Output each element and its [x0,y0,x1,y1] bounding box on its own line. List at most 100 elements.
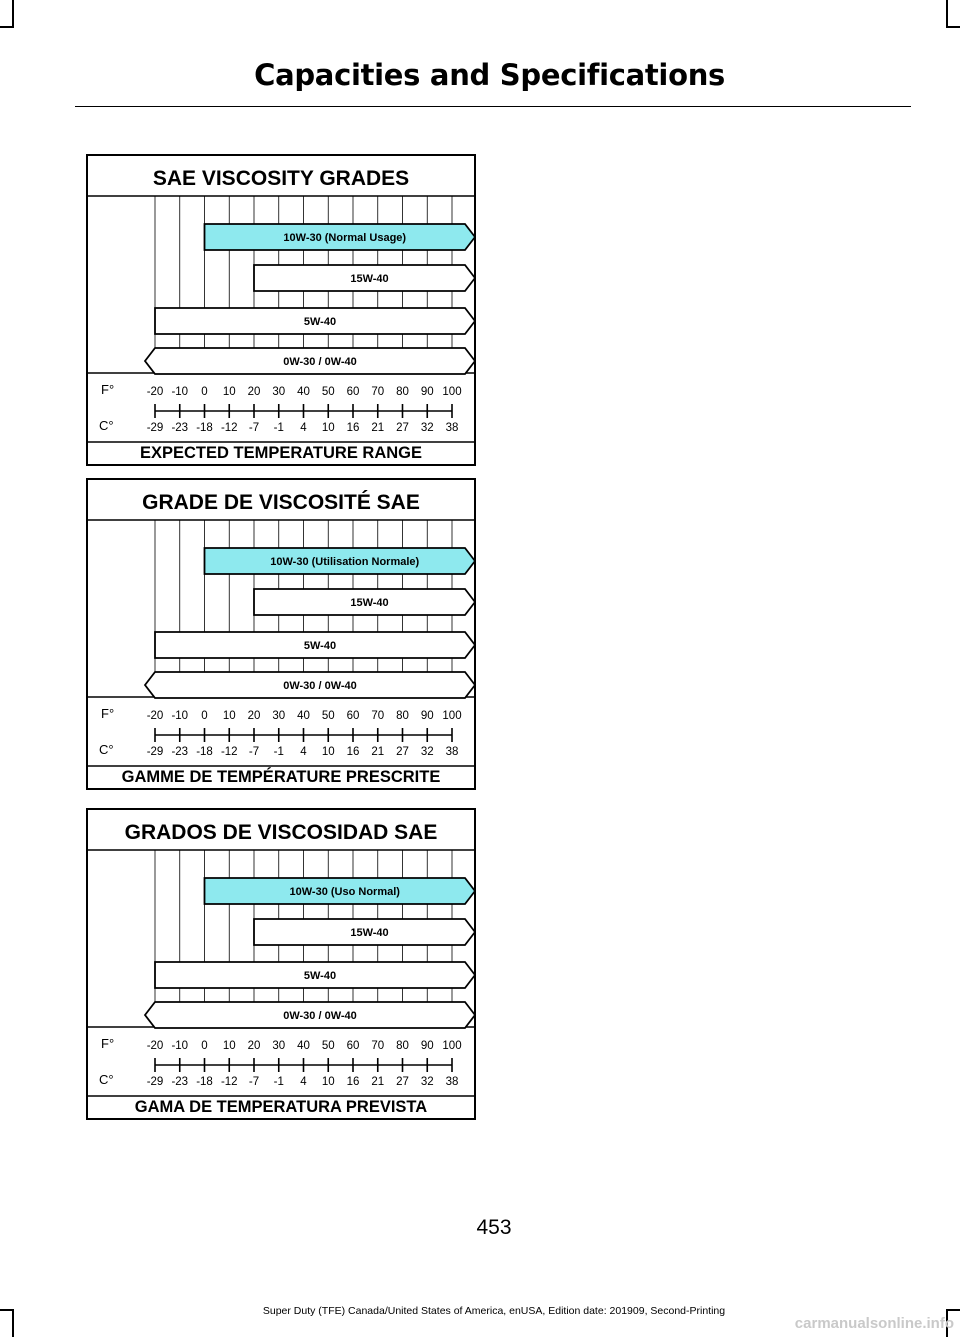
c-tick-label-32: 32 [421,1076,434,1088]
grade-label-0: 10W-30 (Normal Usage) [283,232,406,244]
f-tick-label-20: 20 [248,710,261,722]
f-tick-label-30: 30 [272,386,285,398]
crop-mark-bottom-left-v [12,1310,14,1337]
grade-bar-3 [143,671,476,699]
c-unit-label: C° [99,418,114,433]
header-rule [75,106,911,107]
watermark: carmanualsonline.info [794,1315,954,1332]
c-tick-label--7: -7 [249,422,259,434]
crop-mark-top-right-v [946,0,948,26]
f-tick-label-30: 30 [272,1040,285,1052]
c-tick-label-10: 10 [322,1076,335,1088]
crop-mark-top-left-v [12,0,14,26]
f-tick-label-50: 50 [322,386,335,398]
grade-bar-0 [203,547,476,575]
f-tick-label--10: -10 [171,710,188,722]
c-tick-label--29: -29 [147,1076,164,1088]
grade-bar-2 [154,631,476,659]
crop-mark-top-right-h [946,26,960,28]
c-tick-label-32: 32 [421,746,434,758]
grade-bar-0 [203,223,476,251]
c-tick-label--1: -1 [274,422,284,434]
f-tick-label-80: 80 [396,710,409,722]
c-tick-label--12: -12 [221,422,238,434]
c-tick-label-27: 27 [396,1076,409,1088]
f-tick-label--20: -20 [147,1040,164,1052]
c-tick-label--7: -7 [249,746,259,758]
f-tick-label-90: 90 [421,1040,434,1052]
f-tick-label-80: 80 [396,386,409,398]
f-unit-label: F° [101,382,114,397]
f-tick-label-0: 0 [201,386,207,398]
grade-bar-3 [143,347,476,375]
grade-bar-2 [154,961,476,989]
chart-xlabel: GAMME DE TEMPÉRATURE PRESCRITE [122,767,441,786]
c-tick-label--29: -29 [147,746,164,758]
grade-label-3: 0W-30 / 0W-40 [283,680,357,692]
c-tick-label--1: -1 [274,1076,284,1088]
grade-label-1: 15W-40 [350,927,388,939]
f-tick-label-90: 90 [421,710,434,722]
c-tick-label-16: 16 [347,422,360,434]
grade-label-1: 15W-40 [350,273,388,285]
f-tick-label-60: 60 [347,710,360,722]
f-tick-label-100: 100 [442,710,461,722]
c-tick-label--29: -29 [147,422,164,434]
f-tick-label-20: 20 [248,1040,261,1052]
crop-mark-bottom-left-h [0,1309,14,1311]
grade-label-3: 0W-30 / 0W-40 [283,1010,357,1022]
grade-bar-3 [143,1001,476,1029]
c-tick-label-27: 27 [396,746,409,758]
grade-bar-2 [154,307,476,335]
c-tick-label-4: 4 [300,746,307,758]
grade-label-2: 5W-40 [304,640,336,652]
chart-xlabel: GAMA DE TEMPERATURA PREVISTA [135,1098,428,1116]
grade-bar-1 [253,588,476,616]
f-tick-label-40: 40 [297,710,310,722]
f-tick-label--20: -20 [147,386,164,398]
f-tick-label-40: 40 [297,1040,310,1052]
f-tick-label-10: 10 [223,1040,236,1052]
c-tick-label--18: -18 [196,1076,213,1088]
page-number: 453 [476,1216,512,1239]
f-tick-label--10: -10 [171,1040,188,1052]
c-tick-label--18: -18 [196,422,213,434]
c-tick-label-27: 27 [396,422,409,434]
c-tick-label-21: 21 [371,1076,384,1088]
f-unit-label: F° [101,706,114,721]
f-tick-label--10: -10 [171,386,188,398]
c-tick-label--12: -12 [221,746,238,758]
c-tick-label--12: -12 [221,1076,238,1088]
f-tick-label-100: 100 [442,386,461,398]
grade-label-2: 5W-40 [304,316,336,328]
f-tick-label-50: 50 [322,710,335,722]
grade-label-3: 0W-30 / 0W-40 [283,356,357,368]
c-tick-label-21: 21 [371,422,384,434]
f-tick-label-30: 30 [272,710,285,722]
c-tick-label-16: 16 [347,746,360,758]
page-title: Capacities and Specifications [254,58,725,92]
c-tick-label-32: 32 [421,422,434,434]
c-tick-label-4: 4 [300,1076,307,1088]
c-tick-label-4: 4 [300,422,307,434]
f-tick-label-70: 70 [371,710,384,722]
f-tick-label-10: 10 [223,710,236,722]
c-tick-label--18: -18 [196,746,213,758]
c-tick-label-10: 10 [322,746,335,758]
c-unit-label: C° [99,1072,114,1087]
crop-mark-top-left-h [0,26,14,28]
footer-edition-text: Super Duty (TFE) Canada/United States of… [262,1305,726,1317]
f-tick-label-60: 60 [347,1040,360,1052]
c-tick-label--23: -23 [171,1076,188,1088]
c-tick-label--23: -23 [171,746,188,758]
f-tick-label-80: 80 [396,1040,409,1052]
f-tick-label-90: 90 [421,386,434,398]
c-tick-label--1: -1 [274,746,284,758]
c-tick-label-38: 38 [446,1076,459,1088]
c-tick-label-16: 16 [347,1076,360,1088]
